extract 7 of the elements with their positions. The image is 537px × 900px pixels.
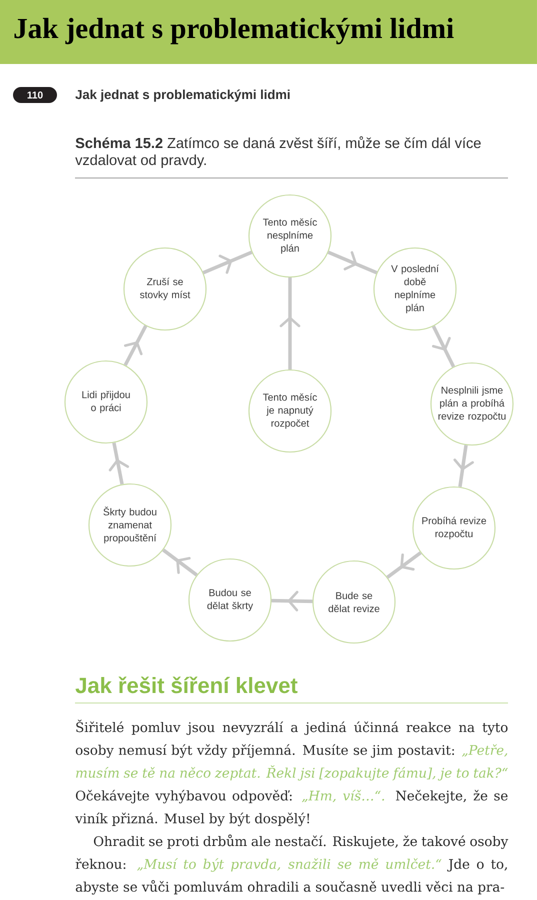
body-paragraph: Šiřitelé pomluv jsou nevyzrálí a jediná účinná reakce na tyto osoby nemusí být vždy příjemná. Musíte se jim postavit: „Petře, musím se tě na něco zeptat. Řekl jsi [zopakujte fámu], je to tak?“ Očekávejte vyhýbavou odpověď: „Hm, víš…“. Nečekejte, že se viník přizná. Musel by být dospělý! <box>75 720 508 826</box>
running-head: Jak jednat s problematickými lidmi <box>75 89 290 102</box>
header-banner: Jak jednat s problematickými lidmi <box>0 0 537 64</box>
section-heading: Jak řešit šíření klevet <box>76 676 298 694</box>
page-number: 110 <box>13 87 57 103</box>
figure-caption: Schéma 15.2 Zatímco se daná zvěst šíří, může se čím dál více vzdalovat od pravdy. <box>75 136 481 168</box>
body-paragraph: Ohradit se proti drbům ale nestačí. Riskujete, že takové osoby řeknou: „Musí to být pravda, snažili se mě umlčet.“ Jde o to, abyste se vůči pomluvám ohradili a současně uvedli věci na pra- <box>76 834 508 895</box>
